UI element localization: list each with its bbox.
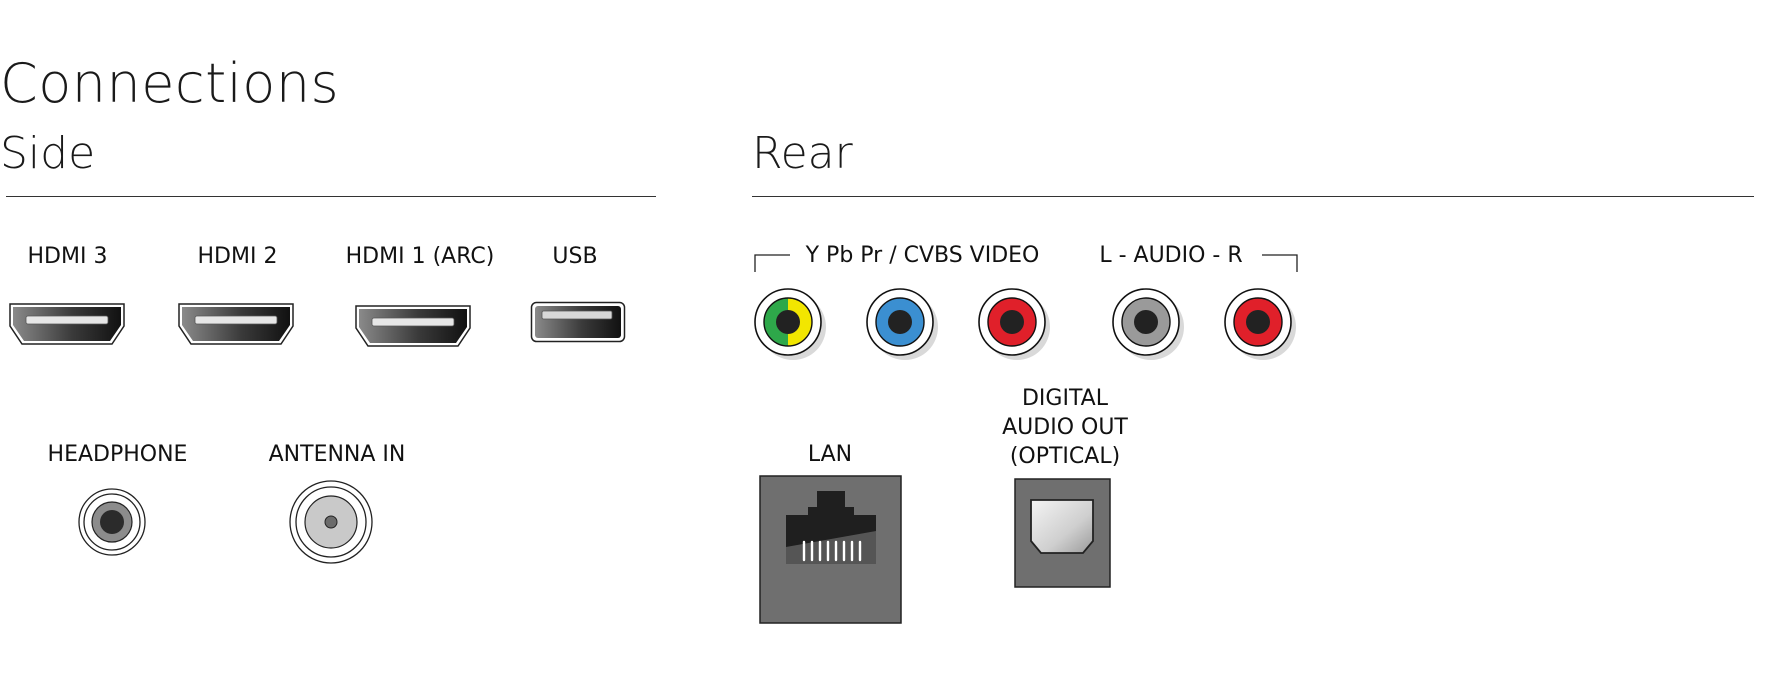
page-title: Connections [0, 52, 340, 115]
hdmi2-port-icon [178, 303, 294, 345]
y-cvbs-jack-icon [754, 288, 826, 360]
lan-label: LAN [807, 442, 853, 467]
digital-audio-out-label: DIGITAL AUDIO OUT (OPTICAL) [990, 384, 1140, 471]
rear-heading: Rear [752, 128, 853, 179]
headphone-jack-icon [78, 488, 146, 556]
lan-port-icon [759, 475, 902, 624]
hdmi3-label: HDMI 3 [27, 244, 108, 269]
component-cvbs-video-label: Y Pb Pr / CVBS VIDEO [805, 243, 1040, 268]
av-input-bracket [754, 254, 1298, 272]
pb-jack-icon [866, 288, 938, 360]
digital-audio-out-line1: DIGITAL [1021, 386, 1108, 411]
antenna-in-label: ANTENNA IN [268, 442, 406, 467]
hdmi3-port-icon [9, 303, 125, 345]
hdmi2-label: HDMI 2 [197, 244, 278, 269]
audio-right-jack-icon [1224, 288, 1296, 360]
hdmi1-arc-label: HDMI 1 (ARC) [345, 244, 495, 269]
usb-port-icon [530, 301, 626, 343]
digital-audio-out-line2: AUDIO OUT [1002, 415, 1128, 440]
side-divider [6, 196, 656, 197]
rear-divider [752, 196, 1754, 197]
pr-jack-icon [978, 288, 1050, 360]
hdmi1-arc-port-icon [355, 305, 471, 347]
optical-port-icon [1014, 478, 1111, 588]
side-heading: Side [0, 128, 96, 179]
audio-lr-label: L - AUDIO - R [1099, 243, 1243, 268]
antenna-in-jack-icon [289, 480, 373, 564]
digital-audio-out-line3: (OPTICAL) [1009, 444, 1121, 469]
headphone-label: HEADPHONE [47, 442, 188, 467]
usb-label: USB [552, 244, 598, 269]
audio-left-jack-icon [1112, 288, 1184, 360]
